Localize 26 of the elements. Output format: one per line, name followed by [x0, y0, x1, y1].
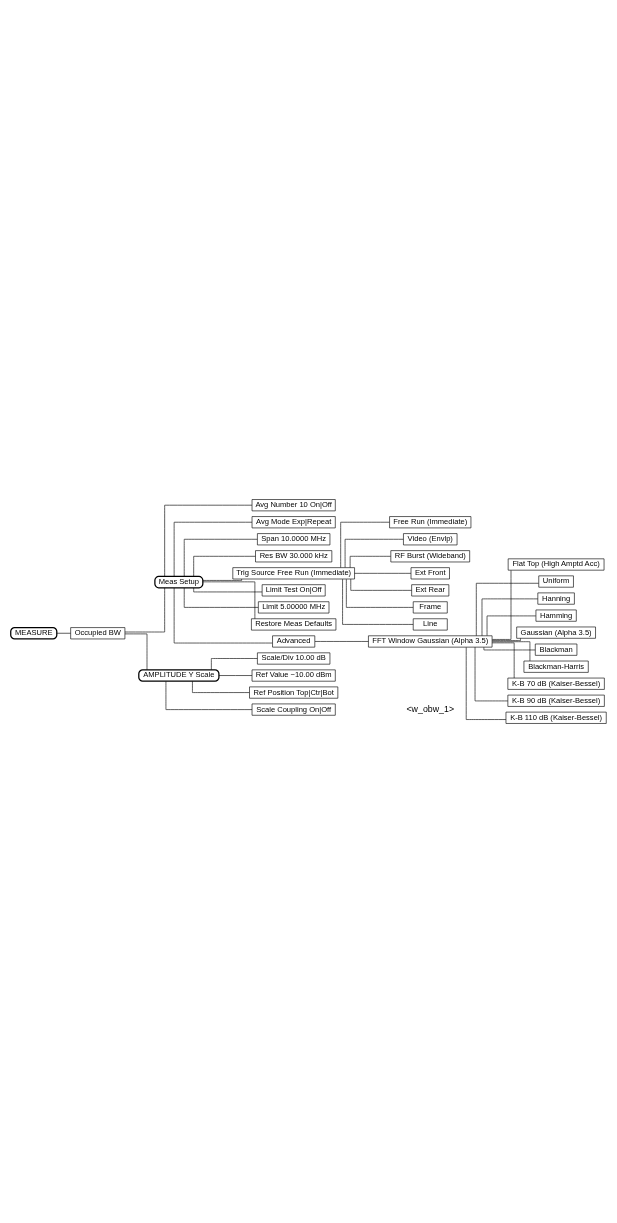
connector [193, 587, 263, 593]
connector [465, 647, 507, 720]
connector [350, 578, 412, 591]
connector [165, 681, 253, 710]
connector [202, 581, 256, 619]
connector [491, 570, 512, 640]
connector [124, 633, 148, 671]
connector [491, 638, 521, 641]
connector [183, 587, 259, 608]
connector [211, 658, 258, 671]
connector [124, 587, 165, 633]
connector [491, 641, 531, 662]
connector [340, 521, 390, 568]
connector [342, 578, 414, 625]
connector [164, 504, 253, 577]
connector [56, 632, 71, 634]
connector [173, 521, 253, 577]
connector [173, 587, 273, 644]
connector [314, 641, 369, 642]
connector [183, 538, 258, 577]
connector [354, 573, 412, 574]
connector [218, 675, 253, 676]
connector [192, 681, 250, 693]
connector [202, 578, 242, 581]
connector [193, 556, 256, 577]
label: <w_obw_1> [406, 703, 455, 714]
